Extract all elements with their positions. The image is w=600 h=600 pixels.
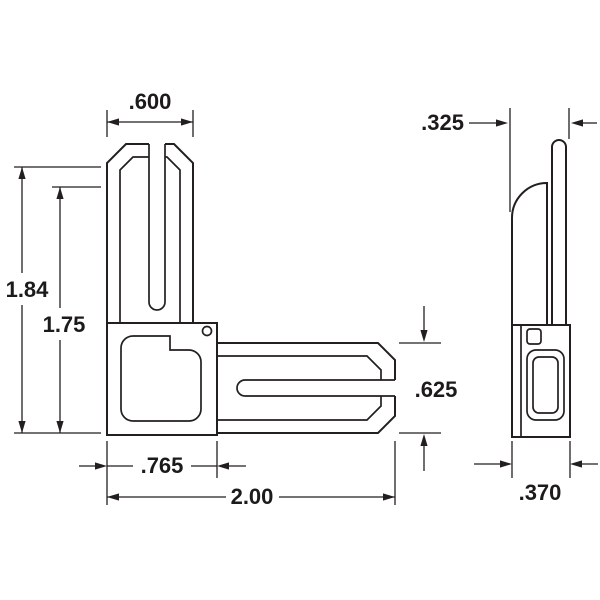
dim-arrow-down — [56, 421, 64, 433]
dim-arrow-right-pointing — [95, 462, 107, 470]
front-view: .600 1.84 1.75 .625 — [6, 89, 458, 509]
dim-arrow-left-pointing — [217, 462, 229, 470]
dim-arrow-right — [383, 493, 395, 501]
dim-arrow-up — [56, 187, 64, 199]
extension-lines — [14, 166, 101, 434]
dim-arrow-right-pointing — [496, 119, 508, 127]
dim-label-base-width: .765 — [141, 453, 184, 478]
dim-arrow-left — [107, 118, 119, 126]
dim-base-width: .765 — [79, 441, 246, 505]
dim-label-arm-height: .625 — [415, 377, 458, 402]
dim-label-overall-height: 1.84 — [6, 277, 50, 302]
dim-arrow-left — [107, 493, 119, 501]
dim-arrow-left-pointing — [570, 460, 582, 468]
extension-lines — [106, 441, 218, 505]
dim-label-side-base-width: .370 — [519, 480, 562, 505]
side-channel-outer — [526, 349, 565, 421]
dim-label-top-width: .600 — [129, 89, 172, 114]
side-channel-inner — [532, 356, 559, 414]
dim-arrow-up — [18, 167, 26, 179]
pivot-pin — [201, 325, 213, 337]
dim-arrow-right-pointing — [500, 460, 512, 468]
side-blade-outline — [551, 139, 567, 325]
dim-inner-height: 1.75 — [43, 186, 101, 433]
dim-side-top-width: .325 — [421, 108, 597, 212]
side-block-outline — [511, 324, 571, 438]
vertical-arm-outline — [106, 143, 194, 323]
dim-overall-width: 2.00 — [107, 441, 396, 509]
dim-overall-height: 1.84 — [6, 166, 101, 434]
dim-arrow-up — [420, 434, 428, 446]
front-part-outline — [106, 143, 396, 436]
dim-label-side-top-width: .325 — [421, 110, 464, 135]
extension-lines — [399, 342, 441, 434]
extension-lines — [509, 108, 570, 212]
dim-side-base-width: .370 — [474, 441, 598, 505]
horizontal-arm-inner-wall-top — [217, 355, 382, 380]
dim-label-overall-width: 2.00 — [231, 484, 274, 509]
side-body-outline — [511, 181, 548, 325]
horizontal-arm-slot — [236, 379, 395, 397]
horizontal-arm-outline — [217, 342, 396, 434]
corner-block-opening — [120, 335, 202, 422]
vertical-arm-inner-wall-right — [165, 156, 181, 323]
dim-arrow-right — [181, 118, 193, 126]
corner-block-outline — [106, 322, 218, 436]
dim-arrow-down — [18, 421, 26, 433]
horizontal-arm-inner-wall-bottom — [217, 396, 382, 421]
side-latch-detail — [526, 328, 542, 345]
dim-arm-height: .625 — [399, 306, 457, 471]
vertical-arm-slot — [148, 144, 166, 311]
dim-top-width: .600 — [106, 89, 194, 137]
dim-arrow-left-pointing — [571, 119, 583, 127]
side-part-outline — [511, 139, 571, 438]
vertical-arm-inner-wall-left — [119, 156, 149, 323]
dim-arrow-down — [420, 330, 428, 342]
side-view: .325 .370 — [421, 108, 598, 505]
extension-lines — [511, 441, 571, 478]
extension-lines — [106, 110, 194, 137]
dim-label-inner-height: 1.75 — [43, 312, 86, 337]
